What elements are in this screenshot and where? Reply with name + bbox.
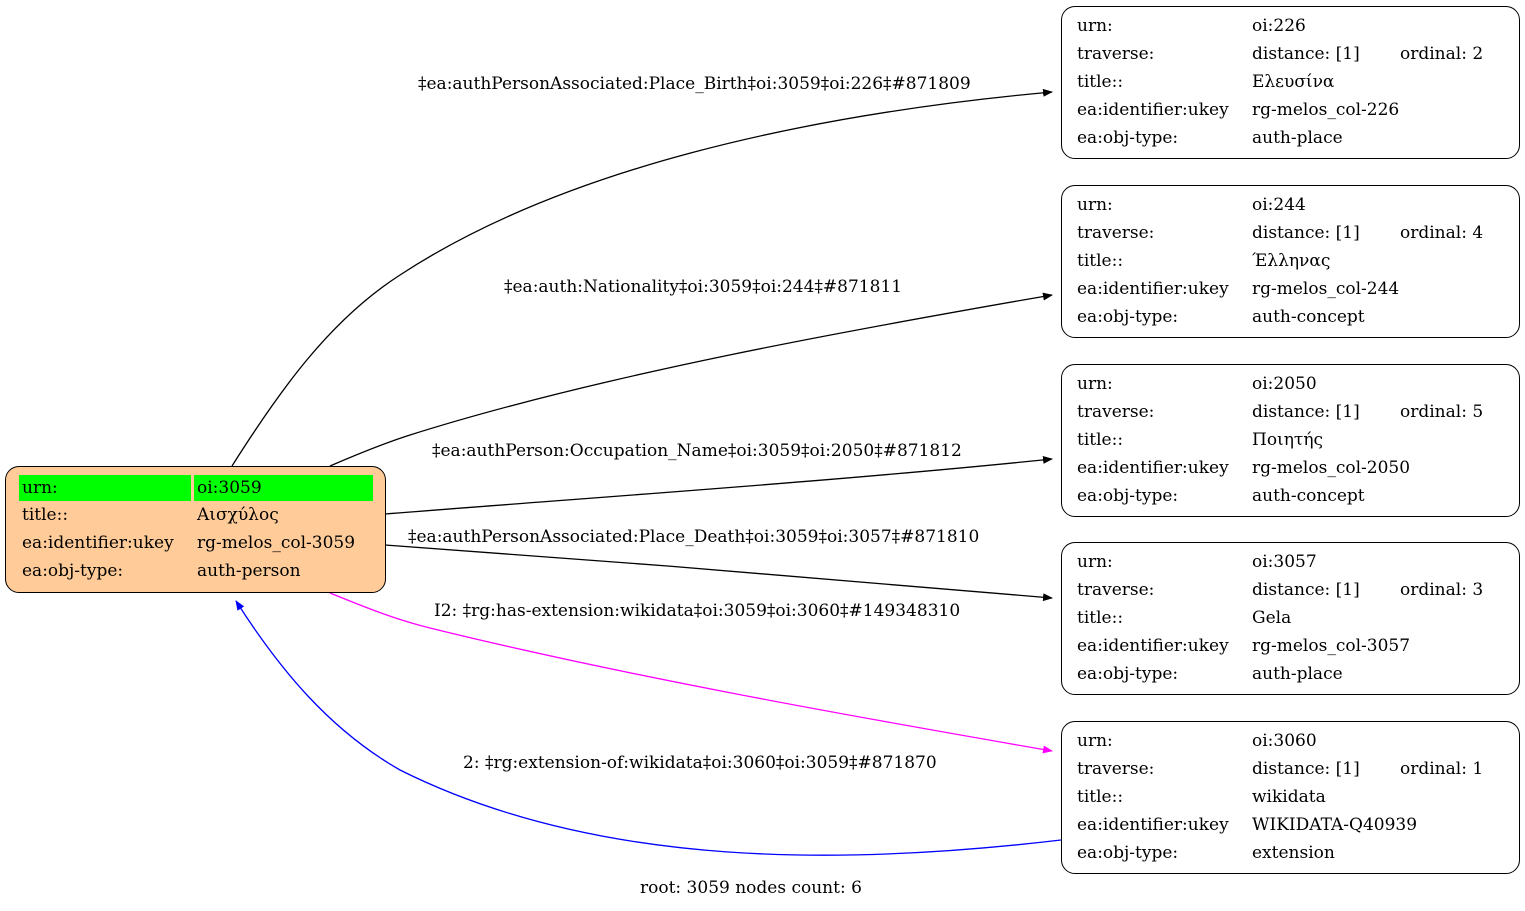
node-urn-value: oi:244: [1252, 195, 1306, 215]
edge-label-place-death: ‡ea:authPersonAssociated:Place_Death‡oi:…: [408, 527, 980, 547]
node-title-value: wikidata: [1252, 787, 1326, 807]
node-oi-3060[interactable]: urn: oi:3060 traverse: distance: [1] ordinal…: [1061, 721, 1520, 874]
node-ordinal-value: ordinal: 2: [1400, 44, 1484, 64]
node-ordinal-value: ordinal: 4: [1400, 223, 1484, 243]
node-urn-key: urn:: [1077, 552, 1113, 572]
node-title-value: Gela: [1252, 608, 1292, 628]
node-title-key: title::: [1077, 430, 1124, 450]
edge-extension-of[interactable]: [235, 600, 1062, 856]
node-objtype-value: auth-concept: [1252, 307, 1365, 327]
edge-has-extension[interactable]: [329, 592, 1053, 754]
edge-label-has-extension: I2: ‡rg:has-extension:wikidata‡oi:3059‡o…: [434, 601, 961, 621]
edge-label-place-birth: ‡ea:authPersonAssociated:Place_Birth‡oi:…: [418, 74, 971, 94]
node-traverse-value: distance: [1]: [1252, 44, 1360, 64]
node-traverse-key: traverse:: [1077, 44, 1155, 64]
root-urn-value: oi:3059: [194, 475, 373, 501]
node-ukey-value: rg-melos_col-2050: [1252, 458, 1411, 478]
node-title-key: title::: [1077, 787, 1124, 807]
graph-footer: root: 3059 nodes count: 6: [640, 878, 862, 898]
node-title-value: Ποιητής: [1252, 430, 1324, 450]
node-title-key: title::: [1077, 608, 1124, 628]
root-ukey-key: ea:identifier:ukey: [22, 533, 174, 553]
node-ukey-value: rg-melos_col-226: [1252, 100, 1400, 120]
edge-label-occupation: ‡ea:authPerson:Occupation_Name‡oi:3059‡o…: [432, 441, 962, 461]
root-title-key: title::: [22, 505, 69, 525]
node-traverse-key: traverse:: [1077, 223, 1155, 243]
node-objtype-key: ea:obj-type:: [1077, 128, 1179, 148]
node-urn-value: oi:226: [1252, 16, 1306, 36]
node-urn-value: oi:3060: [1252, 731, 1317, 751]
node-ukey-key: ea:identifier:ukey: [1077, 458, 1229, 478]
node-ukey-key: ea:identifier:ukey: [1077, 279, 1229, 299]
node-objtype-value: auth-place: [1252, 128, 1343, 148]
node-objtype-key: ea:obj-type:: [1077, 486, 1179, 506]
node-oi-3057[interactable]: urn: oi:3057 traverse: distance: [1] ordinal…: [1061, 542, 1520, 695]
edge-nationality[interactable]: [329, 292, 1053, 467]
root-objtype-value: auth-person: [197, 561, 301, 581]
node-traverse-value: distance: [1]: [1252, 759, 1360, 779]
edge-place-death[interactable]: [384, 544, 1053, 602]
edge-label-extension-of: 2: ‡rg:extension-of:wikidata‡oi:3060‡oi:…: [463, 753, 937, 773]
node-objtype-key: ea:obj-type:: [1077, 664, 1179, 684]
node-objtype-key: ea:obj-type:: [1077, 307, 1179, 327]
node-traverse-value: distance: [1]: [1252, 223, 1360, 243]
node-objtype-value: extension: [1252, 843, 1335, 863]
node-ukey-key: ea:identifier:ukey: [1077, 815, 1229, 835]
node-urn-key: urn:: [1077, 195, 1113, 215]
node-objtype-value: auth-place: [1252, 664, 1343, 684]
root-ukey-value: rg-melos_col-3059: [197, 533, 356, 553]
node-traverse-key: traverse:: [1077, 580, 1155, 600]
edge-label-nationality: ‡ea:auth:Nationality‡oi:3059‡oi:244‡#871…: [504, 277, 903, 297]
node-title-value: Ελευσίνα: [1252, 72, 1335, 92]
node-objtype-key: ea:obj-type:: [1077, 843, 1179, 863]
node-urn-key: urn:: [1077, 731, 1113, 751]
root-node[interactable]: urn: oi:3059 title:: Αισχύλος ea:identif…: [5, 466, 386, 593]
node-traverse-value: distance: [1]: [1252, 402, 1360, 422]
node-urn-value: oi:3057: [1252, 552, 1317, 572]
node-objtype-value: auth-concept: [1252, 486, 1365, 506]
node-urn-key: urn:: [1077, 374, 1113, 394]
node-urn-key: urn:: [1077, 16, 1113, 36]
node-title-key: title::: [1077, 251, 1124, 271]
root-objtype-key: ea:obj-type:: [22, 561, 124, 581]
root-urn-key: urn:: [19, 475, 191, 501]
node-traverse-key: traverse:: [1077, 759, 1155, 779]
node-traverse-key: traverse:: [1077, 402, 1155, 422]
node-ukey-value: rg-melos_col-244: [1252, 279, 1400, 299]
edge-occupation[interactable]: [384, 455, 1053, 515]
node-ukey-key: ea:identifier:ukey: [1077, 636, 1229, 656]
node-urn-value: oi:2050: [1252, 374, 1317, 394]
node-title-key: title::: [1077, 72, 1124, 92]
node-ordinal-value: ordinal: 3: [1400, 580, 1484, 600]
node-oi-226[interactable]: urn: oi:226 traverse: distance: [1] ordinal:…: [1061, 6, 1520, 159]
edge-place-birth[interactable]: [231, 88, 1053, 467]
node-title-value: Έλληνας: [1252, 251, 1331, 271]
node-ukey-value: rg-melos_col-3057: [1252, 636, 1411, 656]
node-ukey-key: ea:identifier:ukey: [1077, 100, 1229, 120]
node-oi-2050[interactable]: urn: oi:2050 traverse: distance: [1] ordinal…: [1061, 364, 1520, 517]
root-title-value: Αισχύλος: [197, 505, 279, 525]
node-traverse-value: distance: [1]: [1252, 580, 1360, 600]
node-oi-244[interactable]: urn: oi:244 traverse: distance: [1] ordinal:…: [1061, 185, 1520, 338]
node-ordinal-value: ordinal: 5: [1400, 402, 1484, 422]
node-ukey-value: WIKIDATA-Q40939: [1252, 815, 1418, 835]
node-ordinal-value: ordinal: 1: [1400, 759, 1484, 779]
